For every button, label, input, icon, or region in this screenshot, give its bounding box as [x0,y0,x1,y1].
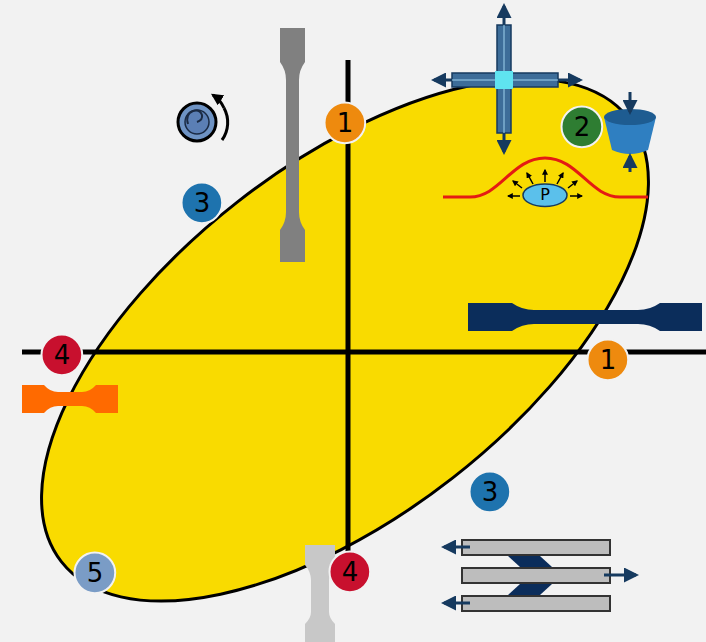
callout-disc [588,340,629,381]
pressure-label: P [540,187,550,203]
callout-label: 3 [482,479,499,505]
callout-disc [75,553,116,594]
shear-specimen [444,540,636,611]
compression-specimen [305,545,335,642]
tensile-specimen [468,303,702,331]
callout-disc [330,552,371,593]
callout-label: 3 [194,190,211,216]
callout-number: 3 [180,181,224,225]
biaxial-cross-specimen [434,6,580,152]
callout-disc [325,103,366,144]
callout-number: 4 [40,333,84,377]
pressure-ellipse-shape [523,184,567,206]
callout-number: 2 [560,105,604,149]
callout-disc [470,472,511,513]
callout-label: 4 [54,342,71,368]
callout-number: 4 [328,550,372,594]
callout-number: 5 [73,551,117,595]
callout-disc [562,107,603,148]
callout-label: 1 [600,347,617,373]
tensile-specimen [280,28,305,262]
callout-label: 4 [342,559,359,585]
callout-disc [182,183,223,224]
callout-number: 1 [586,338,630,382]
callout-disc [42,335,83,376]
callout-number: 1 [323,101,367,145]
cup-icon [604,92,656,172]
compression-specimen [22,385,118,413]
callout-label: 2 [574,114,591,140]
torsion-icon [178,95,228,141]
callout-label: 5 [87,560,104,586]
callout-number: 3 [468,470,512,514]
pressure-ellipse: P [522,183,568,207]
callout-label: 1 [337,110,354,136]
